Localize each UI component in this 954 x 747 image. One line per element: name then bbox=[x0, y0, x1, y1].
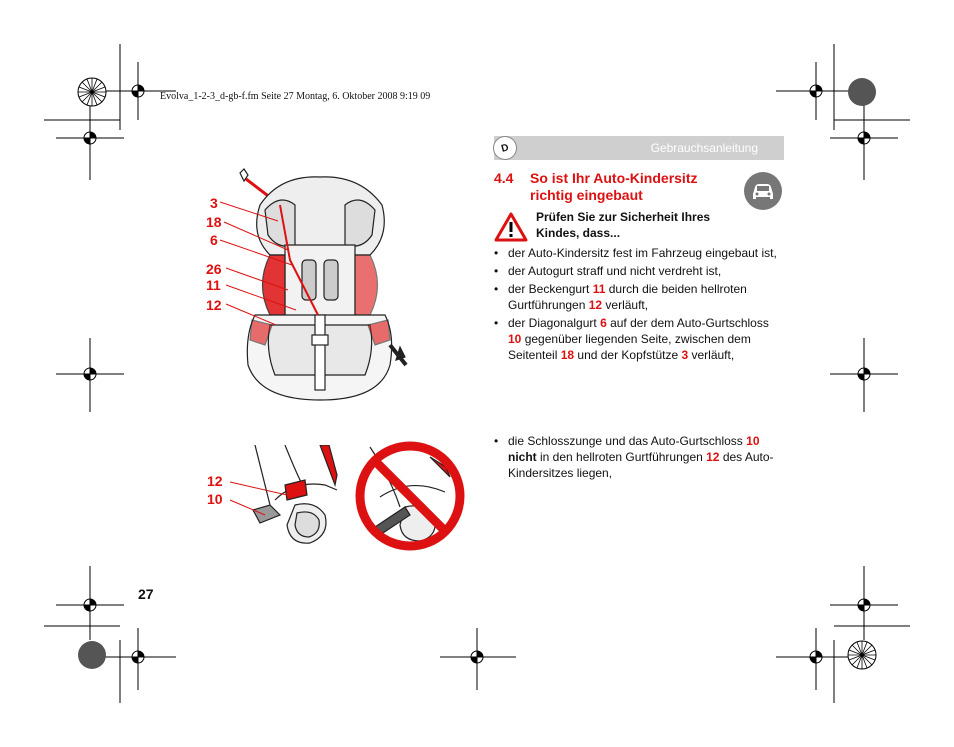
list-item: der Autogurt straff und nicht verdreht i… bbox=[494, 263, 784, 279]
item-text: der Autogurt straff und nicht verdreht i… bbox=[508, 264, 722, 278]
ref-number: 12 bbox=[588, 298, 603, 312]
item-text: der Beckengurt bbox=[508, 282, 593, 296]
check-list-continued: die Schlosszunge und das Auto-Gurtschlos… bbox=[494, 433, 784, 483]
list-item: der Beckengurt 11 durch die beiden hellr… bbox=[494, 281, 784, 313]
list-item: die Schlosszunge und das Auto-Gurtschlos… bbox=[494, 433, 784, 481]
heading-line1: So ist Ihr Auto-Kindersitz bbox=[530, 170, 698, 186]
warning-icon bbox=[494, 212, 528, 247]
belt-routing-detail bbox=[229, 445, 338, 544]
file-header: Evolva_1-2-3_d-gb-f.fm Seite 27 Montag, … bbox=[160, 91, 431, 102]
page-number: 27 bbox=[138, 586, 154, 602]
item-text: die Schlosszunge und das Auto-Gurtschlos… bbox=[508, 434, 747, 448]
ref-number: 10 bbox=[746, 434, 760, 448]
item-text: der Diagonalgurt bbox=[508, 316, 601, 330]
fig1-label-6: 6 bbox=[210, 232, 218, 248]
car-icon bbox=[744, 172, 782, 210]
fig2-label-10: 10 bbox=[207, 491, 223, 507]
ref-number: 18 bbox=[560, 348, 575, 362]
chapter-heading: 4.4 So ist Ihr Auto-Kindersitz richtig ei… bbox=[494, 170, 697, 204]
item-text: der Auto-Kindersitz fest im Fahrzeug ein… bbox=[508, 246, 777, 260]
ref-number: 12 bbox=[706, 450, 720, 464]
warning-line2: Kindes, dass... bbox=[536, 226, 621, 240]
emphasis-text: nicht bbox=[508, 450, 537, 464]
prohibited-routing-icon bbox=[355, 441, 465, 551]
section-title: Gebrauchsanleitung bbox=[650, 141, 758, 155]
ref-number: 3 bbox=[681, 348, 689, 362]
item-text: des Auto-Kindersitzes liegen, bbox=[508, 450, 774, 480]
fig2-label-12: 12 bbox=[207, 473, 223, 489]
fig1-label-18: 18 bbox=[206, 214, 222, 230]
warning-text: Prüfen Sie zur Sicherheit Ihres Kindes, … bbox=[536, 209, 710, 241]
fig1-label-26: 26 bbox=[206, 261, 222, 277]
list-item: der Auto-Kindersitz fest im Fahrzeug ein… bbox=[494, 245, 784, 261]
ref-number: 10 bbox=[508, 332, 522, 346]
ref-number: 6 bbox=[600, 316, 607, 330]
ref-number: 11 bbox=[592, 282, 606, 296]
item-text: durch die beiden hellroten Gurtführungen bbox=[508, 282, 747, 312]
check-list: der Auto-Kindersitz fest im Fahrzeug ein… bbox=[494, 245, 784, 365]
item-text: in den hellroten Gurtführungen bbox=[536, 450, 707, 464]
fig1-label-12: 12 bbox=[206, 297, 222, 313]
fig1-label-11: 11 bbox=[206, 277, 221, 293]
warning-line1: Prüfen Sie zur Sicherheit Ihres bbox=[536, 210, 711, 224]
language-badge: D bbox=[490, 133, 520, 163]
item-text: verläuft, bbox=[602, 298, 649, 312]
list-item: der Diagonalgurt 6 auf der dem Auto-Gurt… bbox=[494, 315, 784, 363]
fig1-label-3: 3 bbox=[210, 195, 218, 211]
item-text: gegenüber liegenden Seite, zwischen dem … bbox=[508, 332, 751, 362]
heading-number: 4.4 bbox=[494, 170, 514, 186]
item-text: verläuft, bbox=[688, 348, 735, 362]
section-bar: D Gebrauchsanleitung bbox=[490, 133, 784, 163]
item-text: auf der dem Auto-Gurtschloss bbox=[606, 316, 769, 330]
heading-line2: richtig eingebaut bbox=[530, 187, 643, 203]
car-seat-illustration bbox=[219, 168, 408, 401]
item-text: und der Kopfstütze bbox=[574, 348, 682, 362]
